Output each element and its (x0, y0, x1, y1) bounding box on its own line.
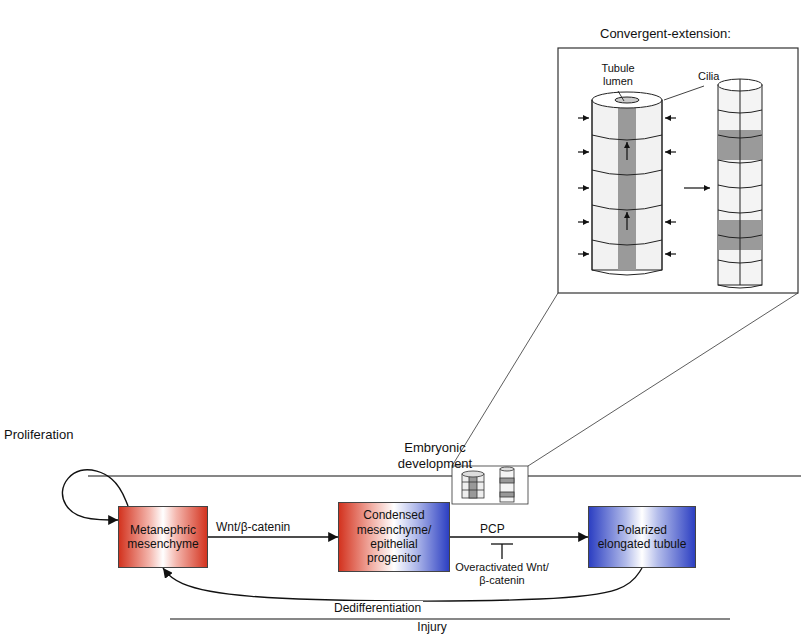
drawing-part (500, 492, 514, 497)
drawing-part (500, 467, 514, 471)
drawing-part (615, 97, 639, 103)
drawing-part (684, 187, 710, 188)
drawing-part (592, 92, 662, 108)
edge-label: PCP (478, 522, 507, 536)
drawing-part (592, 100, 662, 270)
drawing-part (664, 86, 704, 100)
drawing-part (578, 221, 589, 222)
box-text: Metanephric mesenchyme (119, 523, 207, 552)
drawing-part (462, 490, 484, 491)
arrow-connector (208, 536, 338, 537)
drawing-part (501, 544, 502, 559)
drawing-part (665, 253, 676, 254)
drawing-part (528, 293, 798, 466)
drawing-part (740, 79, 741, 285)
drawing-part (462, 482, 484, 483)
drawing-part (500, 469, 514, 502)
tubule-icon (452, 466, 528, 504)
leader-line (618, 86, 704, 101)
drawing-part (626, 142, 627, 160)
drawing-part (578, 117, 589, 118)
drawing-part (665, 221, 676, 222)
drawing-part (462, 474, 484, 498)
arrow-connector (450, 536, 588, 537)
drawing-part (491, 543, 513, 544)
drawing-part (665, 117, 676, 118)
inset-title: Convergent-extension: (600, 26, 731, 42)
inhibition-symbol (491, 544, 513, 559)
drawing-part (592, 100, 593, 270)
phase-label: Embryonic development (385, 440, 485, 471)
drawing-part (618, 91, 624, 101)
process-box: Polarized elongated tubule (588, 506, 696, 568)
edge-label: Wnt/β-catenin (214, 520, 292, 534)
phase-label: Injury (402, 620, 462, 634)
zoom-line (452, 293, 798, 466)
drawing-part (578, 151, 589, 152)
force-arrow (578, 118, 710, 254)
drawing-part (462, 471, 484, 477)
process-box: Metanephric mesenchyme (118, 506, 208, 568)
part-label: Tubule lumen (593, 62, 643, 88)
drawing-part (592, 270, 662, 275)
box-text: Condensed mesenchyme/ epithelial progeni… (339, 508, 449, 566)
drawing-part (662, 100, 663, 270)
edge-label: Proliferation (2, 427, 75, 443)
part-label: Cilia (698, 70, 719, 83)
arrow-connector (163, 568, 642, 601)
drawing-part (452, 293, 558, 466)
process-box: Condensed mesenchyme/ epithelial progeni… (338, 502, 450, 572)
inhibitor-label: Overactivated Wnt/β-catenin (452, 561, 552, 587)
inset-frame (558, 48, 798, 293)
box-text: Polarized elongated tubule (589, 523, 695, 552)
drawing-part (452, 466, 528, 504)
drawing-part (578, 253, 589, 254)
phase-line (170, 618, 730, 619)
phase-line (88, 475, 801, 476)
drawing-part (592, 135, 662, 245)
edge-label: Dedifferentiation (332, 601, 423, 615)
tubule-after (718, 79, 762, 288)
drawing-part (626, 212, 627, 230)
drawing-part (665, 151, 676, 152)
drawing-part (469, 474, 477, 498)
drawing-part (578, 187, 589, 188)
tubule-before (592, 92, 662, 275)
drawing-part (500, 478, 514, 483)
